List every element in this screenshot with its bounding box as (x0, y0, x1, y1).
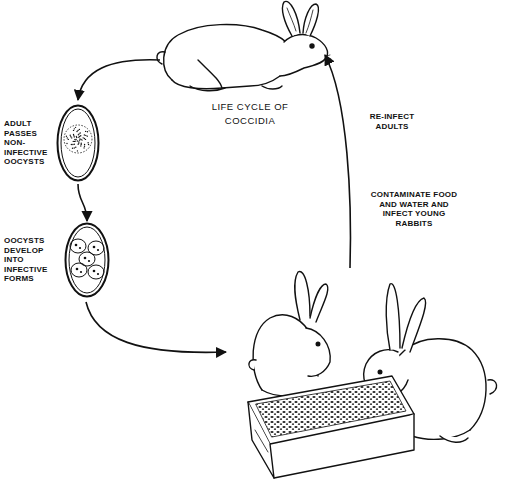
oocyst-node: OOCYSTS DEVELOP INTO INFECTIVE FORMS (64, 222, 110, 298)
adult-rabbit (157, 1, 331, 90)
step-label: CONTAMINATE FOOD AND WATER AND INFECT YO… (366, 190, 462, 228)
node-caption: OOCYSTS DEVELOP INTO INFECTIVE FORMS (4, 236, 60, 284)
young-rabbits (248, 272, 497, 478)
oocyst-outline (64, 222, 110, 298)
cycle-connector (78, 184, 87, 221)
cycle-arrow (78, 55, 350, 352)
diagram-title: LIFE CYCLE OF COCCIDIA (208, 100, 292, 129)
step-label: RE-INFECT ADULTS (362, 112, 422, 131)
node-caption: ADULT PASSES NON-INFECTIVE OOCYSTS (4, 119, 52, 167)
oocyst-node: ADULT PASSES NON-INFECTIVE OOCYSTS (56, 104, 100, 182)
oocyst-outline (56, 104, 100, 182)
